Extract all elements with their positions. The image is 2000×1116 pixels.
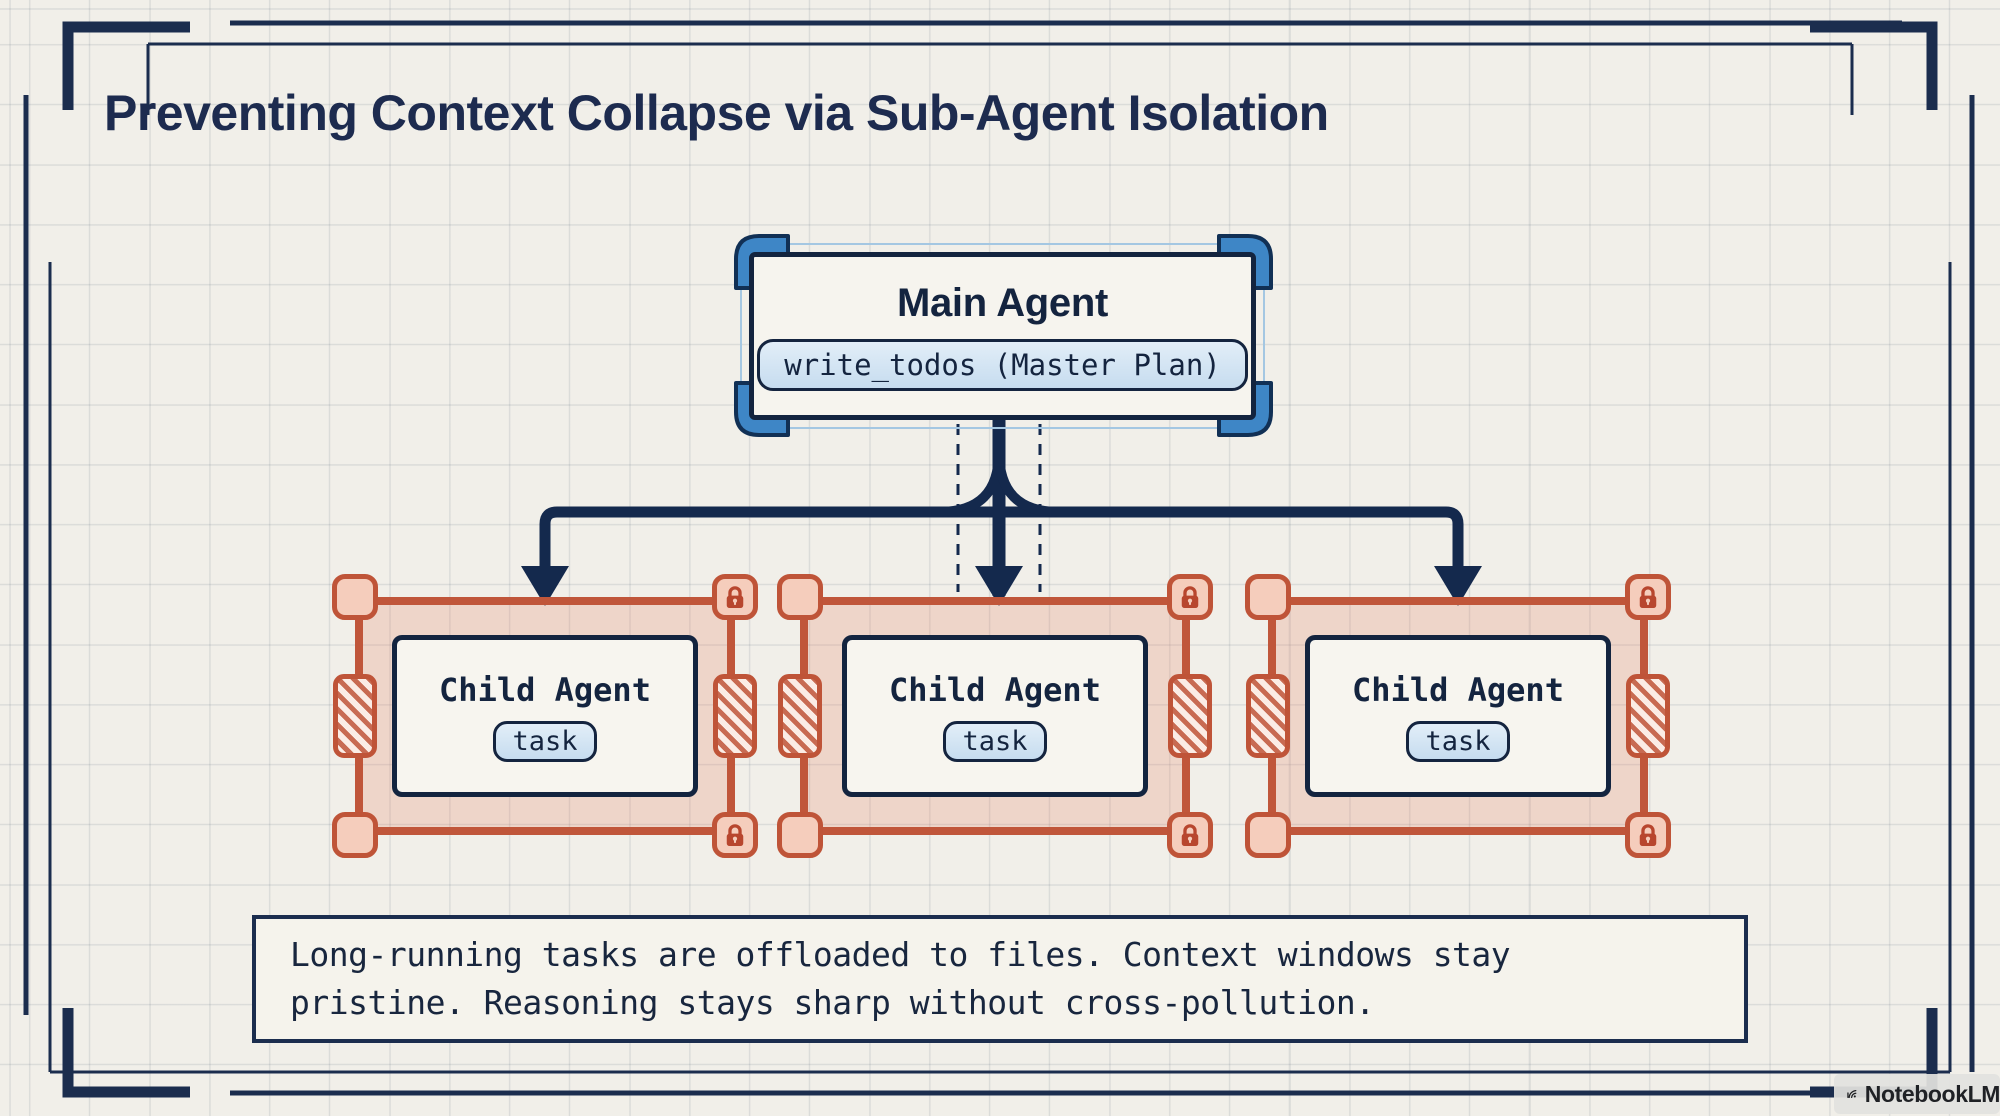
child-agent-frame: Child Agent task bbox=[332, 574, 758, 858]
notebooklm-logo-icon bbox=[1847, 1089, 1857, 1099]
frame-handle-hatched bbox=[333, 674, 377, 758]
frame-handle bbox=[777, 812, 823, 858]
main-agent-selection-outline bbox=[740, 243, 1265, 429]
stem-flare-left bbox=[938, 451, 1004, 517]
frame-handle bbox=[777, 574, 823, 620]
child-agent-chip: task bbox=[493, 720, 597, 762]
lock-icon bbox=[726, 585, 744, 608]
child-agent-chip: task bbox=[1406, 720, 1510, 762]
frame-handle-hatched bbox=[778, 674, 822, 758]
frame-handle bbox=[332, 812, 378, 858]
child-agent-frame: Child Agent task bbox=[777, 574, 1213, 858]
frame-handle-locked bbox=[712, 574, 758, 620]
frame-handle-hatched bbox=[1626, 674, 1670, 758]
lock-icon bbox=[1181, 823, 1199, 846]
arrow-down-icon bbox=[521, 566, 1482, 606]
page-title: Preventing Context Collapse via Sub-Agen… bbox=[104, 85, 1329, 141]
main-agent-chip: write_todos (Master Plan) bbox=[757, 339, 1248, 391]
frame-handle-locked bbox=[1167, 574, 1213, 620]
frame-handle-hatched bbox=[1168, 674, 1212, 758]
caption-box: Long-running tasks are offloaded to file… bbox=[252, 915, 1748, 1043]
lock-icon bbox=[1181, 585, 1199, 608]
frame-handle-locked bbox=[1625, 574, 1671, 620]
child-agent-node: Child Agent task bbox=[392, 635, 698, 797]
child-agent-node: Child Agent task bbox=[842, 635, 1148, 797]
frame-handle bbox=[332, 574, 378, 620]
frame-handle-locked bbox=[1167, 812, 1213, 858]
lock-icon bbox=[1639, 585, 1657, 608]
frame-handle-locked bbox=[712, 812, 758, 858]
watermark-label: NotebookLM bbox=[1864, 1080, 2000, 1107]
main-agent-node: Main Agent write_todos (Master Plan) bbox=[749, 252, 1256, 420]
frame-handle-hatched bbox=[1246, 674, 1290, 758]
lock-icon bbox=[726, 823, 744, 846]
main-agent-label: Main Agent bbox=[896, 281, 1109, 325]
frame-handle-hatched bbox=[713, 674, 757, 758]
stem-flare-right bbox=[994, 451, 1060, 517]
child-agent-label: Child Agent bbox=[1352, 670, 1564, 709]
frame-handle bbox=[1245, 812, 1291, 858]
lock-icon bbox=[1639, 823, 1657, 846]
child-agent-chip: task bbox=[943, 720, 1047, 762]
notebooklm-watermark: NotebookLM bbox=[1834, 1074, 2000, 1114]
child-agent-label: Child Agent bbox=[889, 670, 1101, 709]
frame-handle bbox=[1245, 574, 1291, 620]
child-agent-label: Child Agent bbox=[439, 670, 651, 709]
caption-text: Long-running tasks are offloaded to file… bbox=[290, 935, 1511, 1022]
child-agent-frame: Child Agent task bbox=[1245, 574, 1671, 858]
frame-handle-locked bbox=[1625, 812, 1671, 858]
child-agent-node: Child Agent task bbox=[1305, 635, 1611, 797]
